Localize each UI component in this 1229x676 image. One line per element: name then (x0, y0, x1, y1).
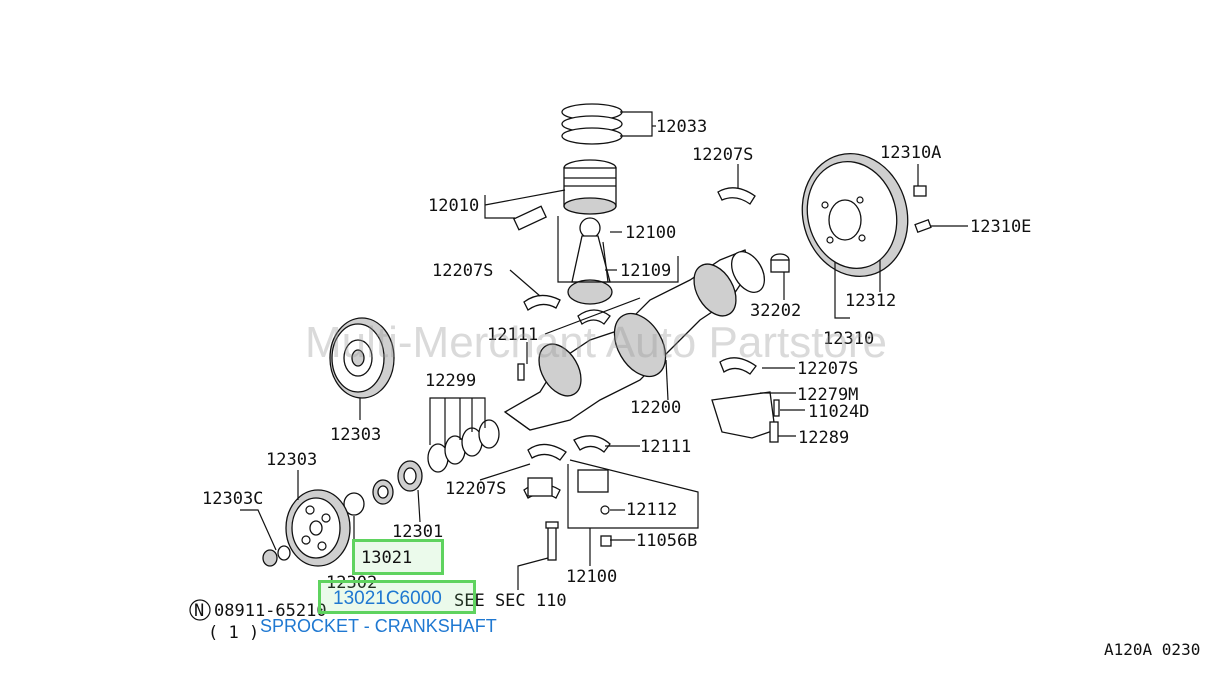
bolts-drawing (517, 363, 780, 561)
diagram-code: A120A 0230 (1104, 640, 1201, 659)
label-12303-lower: 12303 (266, 450, 317, 470)
part-number-link[interactable]: 13021C6000 (333, 588, 442, 609)
label-12111-upper: 12111 (487, 325, 538, 345)
piston-drawing (563, 159, 617, 215)
label-12100-bottom: 12100 (566, 567, 617, 587)
label-quantity: ( 1 ) (208, 623, 259, 643)
label-12303-upper: 12303 (330, 425, 381, 445)
label-12312: 12312 (845, 291, 896, 311)
flywheel-drawing (801, 152, 909, 278)
label-12279m: 12279M (797, 385, 858, 405)
sprocket-drawing (343, 460, 423, 516)
part-description[interactable]: SPROCKET - CRANKSHAFT (260, 616, 497, 636)
washer-bolt-drawing (262, 545, 291, 567)
label-12289: 12289 (798, 428, 849, 448)
label-see-sec-110: SEE SEC 110 (454, 591, 567, 611)
bearing-shells-drawing (523, 187, 757, 499)
label-12200: 12200 (630, 398, 681, 418)
n-symbol-circle (189, 599, 211, 621)
crankshaft-drawing (503, 249, 766, 431)
label-12100-top: 12100 (625, 223, 676, 243)
label-12207s-left: 12207S (432, 261, 493, 281)
label-12033: 12033 (656, 117, 707, 137)
leader-lines (240, 111, 968, 590)
label-12310: 12310 (823, 329, 874, 349)
label-12207s-top: 12207S (692, 145, 753, 165)
piston-rings-drawing (561, 103, 623, 145)
highlight-part-box[interactable]: 13021C6000 (318, 580, 476, 614)
label-12310a: 12310A (880, 143, 941, 163)
flywheel-bolts-drawing (913, 185, 932, 233)
spacers-drawing (427, 419, 500, 473)
label-11056b: 11056B (636, 531, 697, 551)
highlight-ref-label: 13021 (361, 548, 413, 568)
crank-pulley-drawing (329, 317, 395, 399)
label-08911-65210: 08911-65210 (214, 601, 327, 621)
connecting-rod-drawing (567, 217, 613, 305)
label-12303c: 12303C (202, 489, 263, 509)
label-12111-lower: 12111 (640, 437, 691, 457)
piston-pin-drawing (513, 205, 547, 231)
part-labels: 12033 12207S 12310A 12010 12100 12310E 1… (189, 117, 1031, 643)
n-symbol: N (194, 601, 204, 621)
pilot-bushing-drawing (770, 253, 790, 273)
label-12112: 12112 (626, 500, 677, 520)
damper-pulley-drawing (285, 489, 351, 567)
label-12207s-right: 12207S (797, 359, 858, 379)
highlight-ref-box[interactable]: 13021 (352, 539, 444, 575)
label-11024d: 11024D (808, 402, 869, 422)
label-12299: 12299 (425, 371, 476, 391)
label-12010: 12010 (428, 196, 479, 216)
label-12302: 12302 (326, 573, 377, 593)
label-12207s-lower: 12207S (445, 479, 506, 499)
label-12301: 12301 (392, 522, 443, 542)
label-12310e: 12310E (970, 217, 1031, 237)
label-12109: 12109 (620, 261, 671, 281)
label-32202: 32202 (750, 301, 801, 321)
